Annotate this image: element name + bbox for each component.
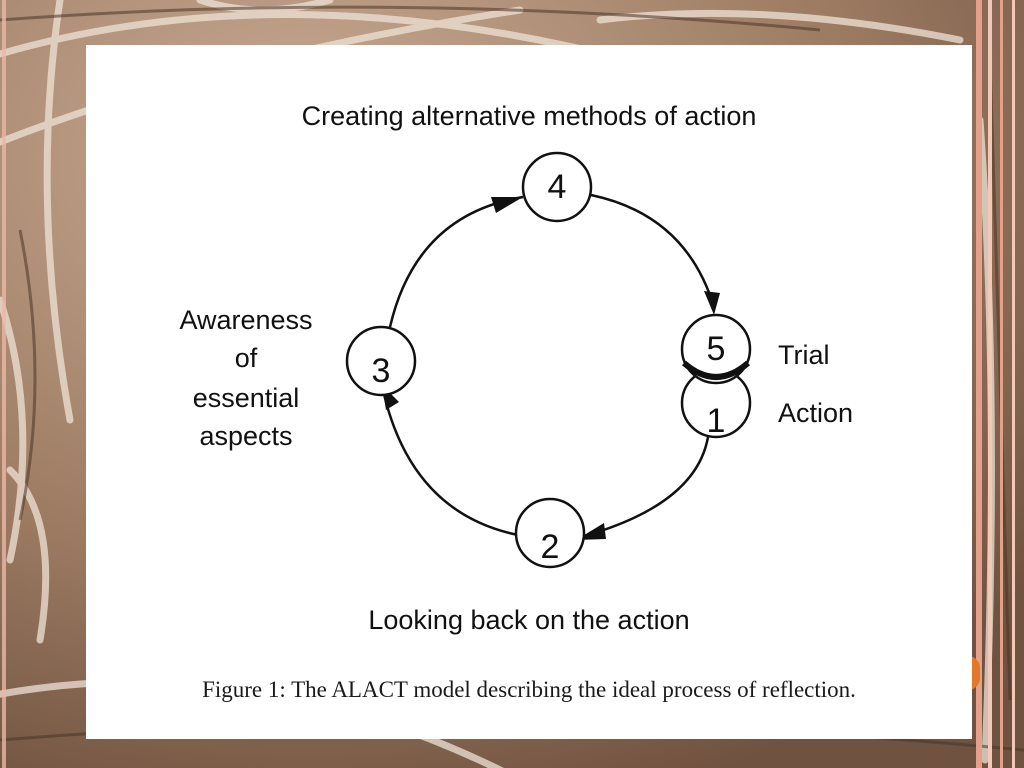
label-awareness-line3: essential	[192, 383, 300, 413]
label-awareness-line1: Awareness	[179, 305, 313, 335]
node-2-number: 2	[540, 528, 560, 566]
node-5-rim	[682, 360, 750, 380]
arc-1-to-2	[580, 436, 710, 539]
arrowhead-to-5	[704, 291, 720, 315]
node-3-number: 3	[371, 352, 391, 390]
arc-4-to-5	[590, 193, 716, 308]
diagram-card: 4 5 1 3 2 Creating alternative methods o…	[86, 45, 972, 739]
node-3-circle	[345, 325, 417, 397]
label-awareness-line4: aspects	[199, 421, 293, 451]
arc-3-to-4	[388, 195, 524, 328]
label-trial: Trial	[778, 340, 830, 370]
node-5-number: 5	[706, 330, 726, 368]
arrowhead-to-4	[491, 197, 523, 213]
node-2-circle	[514, 497, 586, 569]
label-action: Action	[778, 398, 854, 428]
label-awareness-line2: of	[234, 343, 258, 373]
figure-caption: Figure 1: The ALACT model describing the…	[202, 677, 856, 702]
arc-2-to-3	[381, 389, 519, 537]
node-5-circle	[680, 313, 752, 385]
node-4-circle	[521, 151, 593, 223]
node-4-number: 4	[547, 168, 567, 206]
label-creating-alternatives: Creating alternative methods of action	[301, 101, 757, 131]
label-looking-back: Looking back on the action	[368, 605, 690, 635]
alact-cycle-diagram	[345, 151, 752, 569]
node-1-number: 1	[706, 402, 726, 440]
